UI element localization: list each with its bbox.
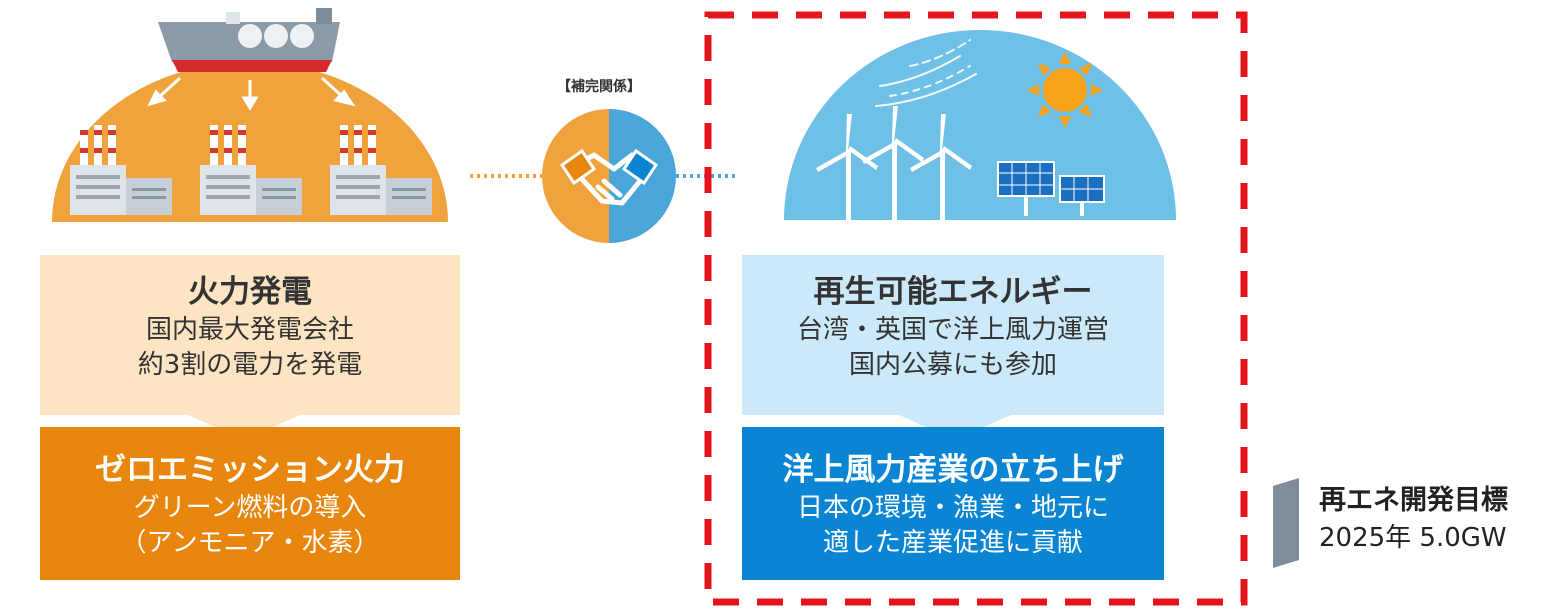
thermal-power-box: 火力発電 国内最大発電会社 約3割の電力を発電 — [40, 255, 460, 415]
offshore-wind-box: 洋上風力産業の立ち上げ 日本の環境・漁業・地元に 適した産業促進に貢献 — [742, 427, 1164, 580]
thermal-title: 火力発電 — [188, 274, 312, 310]
thermal-line-2: 約3割の電力を発電 — [137, 350, 363, 380]
zero-emission-box: ゼロエミッション火力 グリーン燃料の導入 （アンモニア・水素） — [40, 427, 460, 580]
thermal-line-1: 国内最大発電会社 — [145, 315, 354, 345]
wind-solar-icon — [784, 30, 1176, 220]
thermal-power-plant-icon — [52, 8, 448, 222]
renewable-title: 再生可能エネルギー — [813, 274, 1093, 310]
target-value: 2025年 5.0GW — [1319, 523, 1507, 553]
target-title: 再エネ開発目標 — [1319, 485, 1508, 516]
zero-emission-title: ゼロエミッション火力 — [95, 452, 405, 488]
handshake-icon — [542, 109, 676, 243]
target-marker-bar — [1273, 478, 1299, 568]
complement-label: 【補完関係】 — [557, 79, 641, 95]
zero-emission-line-1: グリーン燃料の導入 — [133, 493, 367, 523]
offshore-title: 洋上風力産業の立ち上げ — [782, 452, 1124, 488]
renewable-energy-box: 再生可能エネルギー 台湾・英国で洋上風力運営 国内公募にも参加 — [742, 255, 1164, 415]
offshore-line-2: 適した産業促進に貢献 — [822, 528, 1083, 558]
connector-line-left — [470, 174, 542, 178]
highlight-dashed-frame — [704, 11, 1248, 606]
renewable-line-2: 国内公募にも参加 — [848, 350, 1057, 380]
zero-emission-line-2: （アンモニア・水素） — [120, 528, 380, 558]
renewable-line-1: 台湾・英国で洋上風力運営 — [796, 315, 1109, 345]
offshore-line-1: 日本の環境・漁業・地元に — [796, 493, 1109, 523]
